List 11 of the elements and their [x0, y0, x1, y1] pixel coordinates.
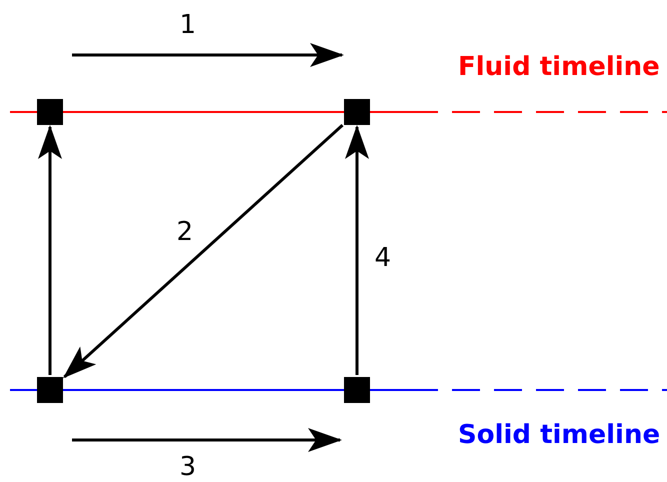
arrow [345, 125, 369, 375]
timeline-label: Solid timeline [458, 420, 660, 450]
square-marker [37, 377, 63, 403]
step-number: 1 [180, 10, 196, 40]
timeline-label: Fluid timeline [458, 52, 660, 82]
step-number: 3 [180, 452, 196, 482]
square-marker [344, 377, 370, 403]
arrow [38, 125, 62, 375]
arrow [63, 124, 344, 378]
square-marker [37, 99, 63, 125]
square-marker [344, 99, 370, 125]
